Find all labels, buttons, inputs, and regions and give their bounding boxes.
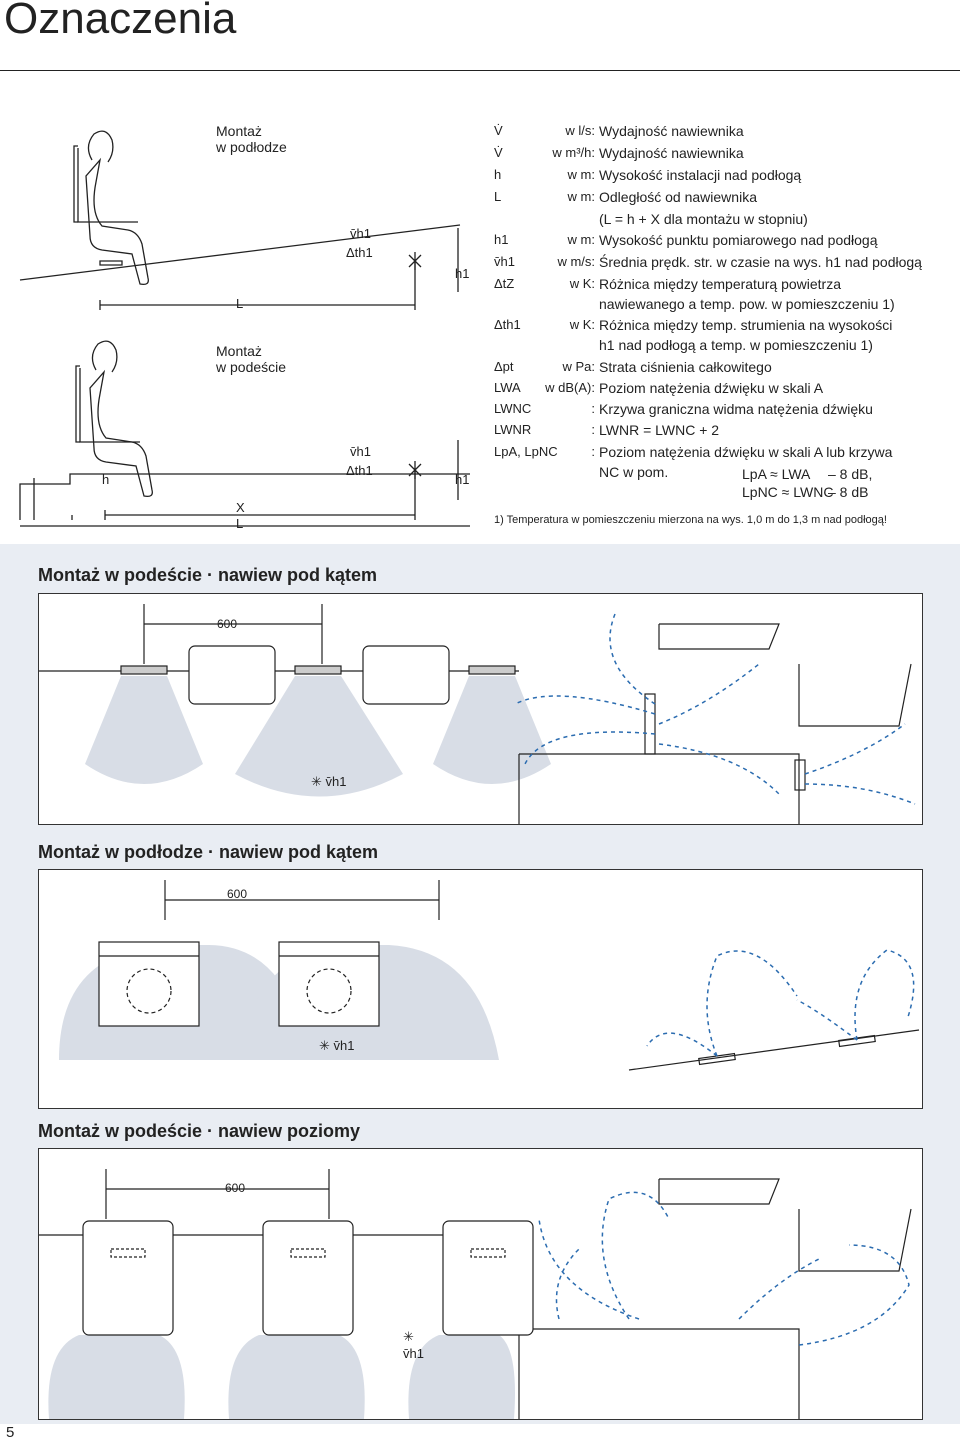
legend-symbol: L (494, 189, 502, 204)
section-3-panel: 600 ✳ v̄h1 (38, 1148, 923, 1420)
label-step-1: Montaż (216, 343, 262, 359)
section-3-vlabel-star: ✳ (403, 1329, 414, 1344)
legend-unit: w l/s: (565, 123, 595, 138)
page-number: 5 (6, 1424, 15, 1441)
legend-description: Krzywa graniczna widma natężenia dźwięku (599, 401, 873, 417)
legend-unit: w m/s: (557, 254, 595, 269)
legend-unit: : (591, 422, 595, 437)
section-2-drawing (59, 880, 920, 1071)
legend-symbol: v̄h1 (494, 254, 515, 269)
lpa-val: – 8 dB, (828, 466, 873, 482)
legend-unit: w Pa: (562, 359, 595, 374)
section-3-title: Montaż w podeście · nawiew poziomy (38, 1121, 361, 1141)
legend-symbol: LpA, LpNC (494, 444, 558, 459)
legend-unit: : (591, 401, 595, 416)
label-floor-1: Montaż (216, 123, 262, 139)
legend-symbol: V̇ (494, 145, 503, 160)
legend-symbol: Δth1 (494, 317, 521, 332)
section-3-drawing (39, 1169, 912, 1419)
legend-unit: w m: (567, 167, 595, 182)
legend-description: NC w pom. (599, 464, 669, 480)
legend-description: Poziom natężenia dźwięku w skali A lub k… (599, 444, 893, 460)
top-figure: Montaż w podłodze Montaż w podeście v̄h1… (0, 100, 480, 540)
section-2-title: Montaż w podłodze · nawiew pod kątem (38, 842, 379, 862)
legend-unit: w m: (567, 232, 595, 247)
legend-symbol: h (494, 167, 502, 182)
legend-symbol: V̇ (494, 123, 503, 138)
vh1-bottom: v̄h1 (350, 444, 371, 459)
legend-description: Różnica między temperaturą powietrza (599, 276, 841, 292)
page-title: Oznaczenia (4, 0, 237, 43)
label-step-2: w podeście (216, 359, 287, 375)
legend-unit: w m: (567, 189, 595, 204)
dim-h1-top: h1 (455, 266, 470, 281)
legend-description: Średnia prędk. str. w czasie na wys. h1 … (599, 254, 922, 270)
section-1-vlabel: ✳ v̄h1 (311, 774, 347, 789)
dim-h: h (102, 472, 110, 487)
legend-unit: w dB(A): (545, 380, 595, 395)
section-2-vlabel: ✳ v̄h1 (319, 1038, 355, 1053)
label-floor-2: w podłodze (216, 139, 287, 155)
legend-symbol: Δpt (494, 359, 514, 374)
dim-X: X (236, 500, 245, 515)
top-figure-drawing (19, 130, 470, 527)
vh1-top: v̄h1 (350, 226, 371, 241)
section-1-dim: 600 (217, 617, 238, 631)
legend-description: Wydajność nawiewnika (599, 145, 744, 161)
section-1-drawing (39, 604, 916, 824)
lpnc-val: – 8 dB (828, 484, 869, 500)
legend-description: Odległość od nawiewnika (599, 189, 757, 205)
legend-symbol: LWNC (494, 401, 532, 416)
section-1-title: Montaż w podeście · nawiew pod kątem (38, 565, 378, 585)
dim-h1-bottom: h1 (455, 472, 470, 487)
legend-description: nawiewanego a temp. pow. w pomieszczeniu… (599, 296, 895, 312)
legend-unit: w m³/h: (552, 145, 595, 160)
legend-description: Strata ciśnienia całkowitego (599, 359, 772, 375)
legend-description: h1 nad podłogą a temp. w pomieszczeniu 1… (599, 337, 873, 353)
legend-description: Różnica między temp. strumienia na wysok… (599, 317, 893, 333)
section-3-vlabel: v̄h1 (403, 1346, 424, 1361)
lpa-eq: LpA ≈ LWA (742, 466, 811, 482)
legend-description: Wysokość instalacji nad podłogą (599, 167, 802, 183)
legend-symbol: ΔtZ (494, 276, 515, 291)
title-rule (0, 70, 960, 71)
legend-unit: : (591, 444, 595, 459)
legend-unit: w K: (569, 276, 595, 291)
legend-description: Wydajność nawiewnika (599, 123, 744, 139)
footnote: 1) Temperatura w pomieszczeniu mierzona … (494, 514, 887, 526)
legend-description: (L = h + X dla montażu w stopniu) (599, 211, 808, 227)
section-3-dim: 600 (225, 1181, 246, 1195)
legend-description: Poziom natężenia dźwięku w skali A (599, 380, 824, 396)
legend-description: Wysokość punktu pomiarowego nad podłogą (599, 232, 878, 248)
dim-L-bottom: L (236, 516, 244, 531)
legend-unit: w K: (569, 317, 595, 332)
legend-symbol: LWNR (494, 422, 532, 437)
dth1-top: Δth1 (346, 245, 373, 260)
section-2-dim: 600 (227, 887, 248, 901)
dth1-bottom: Δth1 (346, 463, 373, 478)
section-2-panel: 600 ✳ v̄h1 (38, 869, 923, 1109)
legend-symbol: h1 (494, 232, 509, 247)
dim-L-top: L (236, 296, 244, 311)
legend-description: LWNR = LWNC + 2 (599, 422, 720, 438)
legend-symbol: LWA (494, 380, 521, 395)
lpnc-eq: LpNC ≈ LWNC (742, 484, 834, 500)
section-1-panel: 600 ✳ v̄h1 (38, 593, 923, 825)
